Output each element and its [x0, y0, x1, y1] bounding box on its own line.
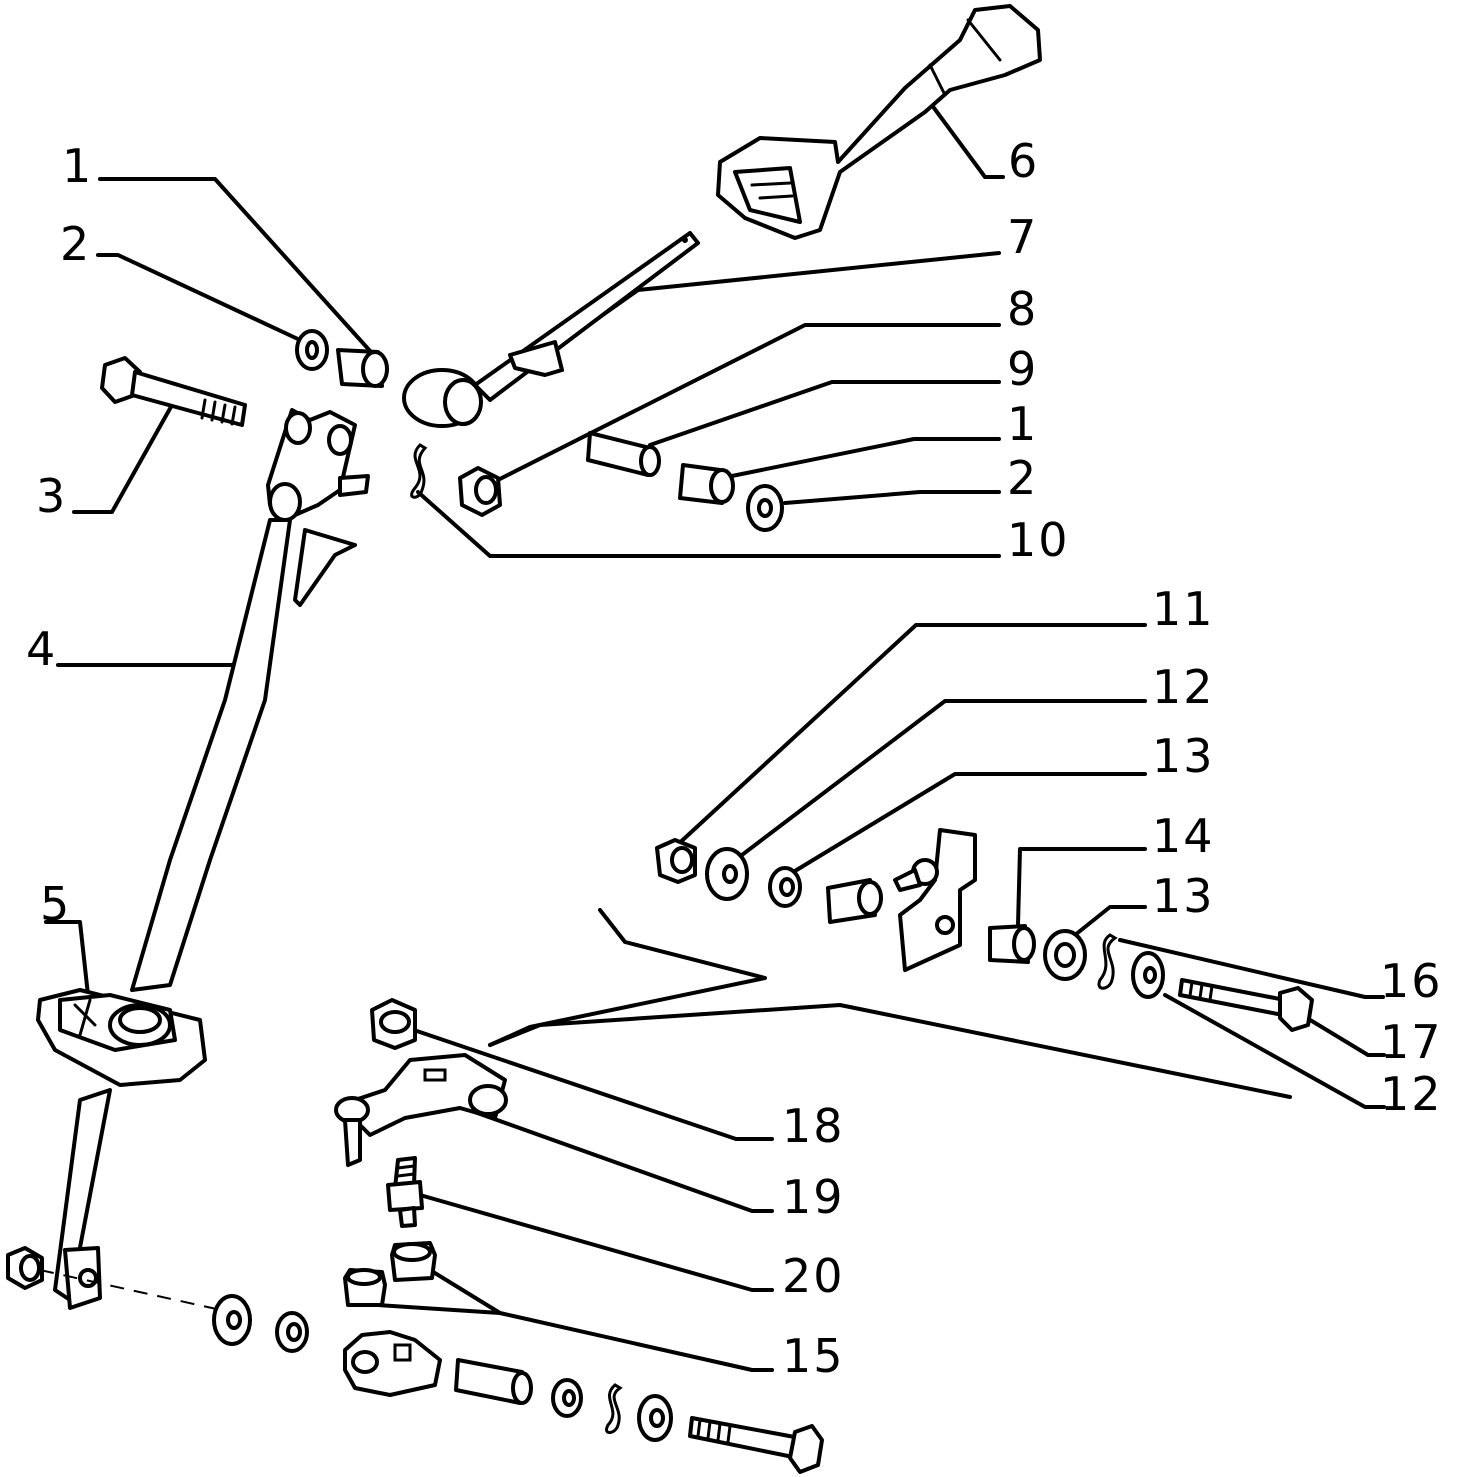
shift-lever-icon	[402, 231, 700, 428]
callout-labels: 1 2 3 4 5 6 7 8 9 1 2 10 11 12 13 14 13 …	[26, 134, 1443, 1383]
leader-2-right	[783, 490, 1001, 505]
callout-13-lower: 13	[1152, 869, 1215, 923]
leader-18	[403, 1025, 774, 1141]
callout-5: 5	[40, 877, 71, 931]
leader-lines	[44, 106, 1386, 1372]
lever-rod-icon	[53, 408, 370, 1310]
callout-12-upper: 12	[1152, 660, 1215, 714]
bushing-icon	[336, 348, 389, 388]
rubber-bushing-icon	[343, 1241, 437, 1307]
washer-icon	[295, 329, 329, 371]
leader-19	[453, 1103, 774, 1213]
leader-6	[932, 106, 1005, 179]
leader-13-upper	[788, 772, 1147, 876]
callout-1-right: 1	[1007, 397, 1038, 451]
washer-icon	[212, 1294, 252, 1346]
callout-12-lower: 12	[1380, 1067, 1443, 1121]
washer-icon	[1131, 951, 1165, 999]
callout-19: 19	[782, 1170, 845, 1224]
nut-icon	[655, 838, 697, 884]
spring-clip-icon	[410, 443, 428, 499]
callout-9: 9	[1007, 342, 1038, 396]
callout-11: 11	[1152, 582, 1215, 636]
washer-icon	[637, 1394, 673, 1442]
callout-16: 16	[1380, 954, 1443, 1008]
callout-2-top: 2	[60, 217, 91, 271]
leader-9	[648, 380, 1001, 447]
leader-3	[72, 403, 174, 514]
leader-2-top	[96, 253, 302, 342]
callout-7: 7	[1007, 210, 1038, 264]
nut-icon	[370, 998, 417, 1050]
bolt-icon	[1178, 978, 1314, 1032]
leader-11	[672, 623, 1147, 850]
leader-15	[376, 1303, 774, 1372]
leader-5	[44, 920, 90, 997]
rubber-boot-icon	[36, 988, 207, 1087]
gear-knob-icon	[716, 4, 1042, 240]
callout-14: 14	[1152, 809, 1215, 863]
nut-icon	[458, 466, 502, 517]
callout-20: 20	[782, 1249, 845, 1303]
leader-13-lower	[1073, 905, 1147, 937]
assembly-axis	[39, 1269, 231, 1313]
ball-joint-icon	[386, 1156, 424, 1228]
washer-icon	[746, 484, 784, 532]
leader-17	[1300, 1013, 1386, 1057]
leader-10	[416, 490, 1001, 558]
washer-icon	[768, 866, 802, 908]
callout-13-upper: 13	[1152, 729, 1215, 783]
callout-8: 8	[1007, 282, 1038, 336]
callout-18: 18	[782, 1099, 845, 1153]
bolt-icon	[100, 356, 247, 427]
washer-icon	[705, 847, 749, 901]
leader-1-right	[720, 437, 1001, 480]
leader-8	[486, 323, 1001, 487]
leader-20	[418, 1193, 774, 1292]
bolt-icon	[688, 1416, 824, 1474]
group-bracket-long	[488, 1003, 1292, 1099]
sleeve-icon	[454, 1358, 533, 1405]
callout-2-right: 2	[1007, 451, 1038, 505]
bracket-icon	[343, 1330, 442, 1397]
leader-12-lower	[1163, 993, 1386, 1109]
washer-icon	[275, 1311, 309, 1353]
leader-14	[1016, 847, 1147, 927]
nut-icon	[6, 1246, 44, 1290]
washer-icon	[1043, 929, 1087, 981]
leader-1-top	[98, 177, 373, 354]
spring-clip-icon	[605, 1383, 623, 1434]
sleeve-icon	[586, 431, 661, 477]
callout-15: 15	[782, 1329, 845, 1383]
callout-6: 6	[1008, 134, 1039, 188]
bushing-icon	[826, 878, 883, 924]
leader-12-upper	[736, 699, 1147, 860]
callout-17: 17	[1380, 1015, 1443, 1069]
callout-1-top: 1	[62, 139, 93, 193]
bushing-icon	[988, 924, 1036, 964]
group-bracket	[488, 908, 767, 1047]
callout-3: 3	[36, 469, 67, 523]
leader-15-b	[428, 1268, 502, 1315]
bushing-icon	[678, 463, 735, 505]
washer-icon	[551, 1378, 583, 1418]
callout-4: 4	[26, 622, 57, 676]
callout-10: 10	[1007, 513, 1070, 567]
spring-clip-icon	[1097, 933, 1118, 990]
leader-16	[1118, 938, 1385, 999]
bracket-icon	[334, 1053, 508, 1167]
bracket-icon	[893, 828, 977, 972]
